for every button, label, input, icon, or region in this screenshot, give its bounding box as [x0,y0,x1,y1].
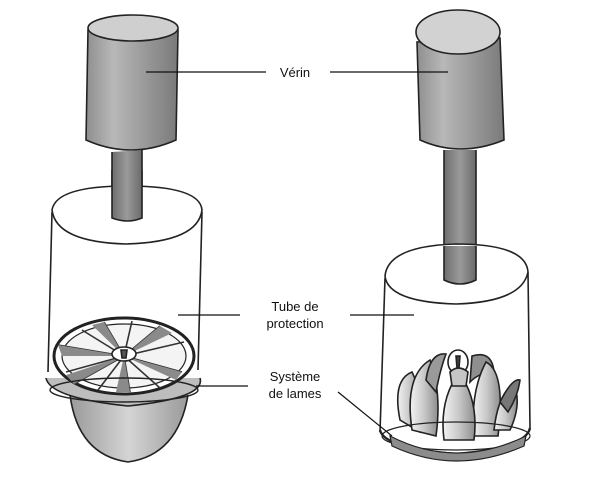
leader-lines [146,71,448,437]
right-protection-tube [379,243,531,433]
left-blade-system [49,316,199,403]
right-device [378,9,532,462]
label-verin: Vérin [279,65,311,80]
left-device [45,14,203,463]
left-protection-tube [47,170,203,373]
leader-lames-right [337,391,393,437]
label-tube-line2: protection [266,316,324,331]
label-lames-line1: Système [269,369,321,384]
right-base-plate [378,421,532,462]
label-systeme-de-lames: Système de lames [255,368,335,402]
label-tube-line1: Tube de [271,299,319,314]
label-lames-line2: de lames [268,386,322,401]
label-tube-de-protection: Tube de protection [250,298,340,332]
right-jack-cylinder [415,9,505,150]
right-blade-system [396,349,521,441]
left-jack-cylinder [85,14,179,151]
